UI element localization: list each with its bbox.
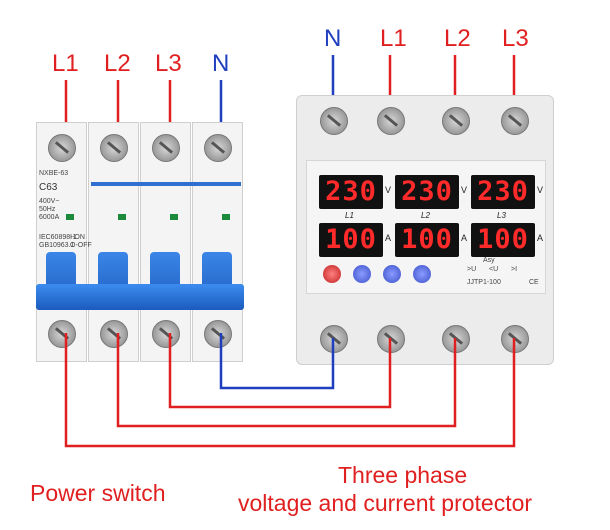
screw-icon <box>204 320 232 348</box>
voltage-display-l2: 230 <box>395 175 459 209</box>
screw-icon <box>442 325 470 353</box>
mode-button[interactable] <box>353 265 371 283</box>
breaker-label-l1: L1 <box>52 50 79 77</box>
unit-a: A <box>537 233 544 243</box>
unit-a: A <box>461 233 468 243</box>
unit-a: A <box>385 233 392 243</box>
protector-label-l3: L3 <box>502 25 529 52</box>
breaker-label-n: N <box>212 50 230 77</box>
screw-icon <box>100 134 128 162</box>
breaker-label-l3: L3 <box>155 50 182 77</box>
down-button[interactable] <box>413 265 431 283</box>
screw-icon <box>320 107 348 135</box>
breaker-tie-bar[interactable] <box>36 284 244 310</box>
voltage-display-l1: 230 <box>319 175 383 209</box>
phase-label-l1: L1 <box>345 211 354 220</box>
screw-icon <box>204 134 232 162</box>
ctrl-label-over-voltage: >U <box>467 266 477 273</box>
screw-icon <box>48 134 76 162</box>
unit-v: V <box>537 185 544 195</box>
phase-label-l2: L2 <box>421 211 430 220</box>
current-display-l2: 100 <box>395 223 459 257</box>
screw-icon <box>377 107 405 135</box>
breaker-spec-voltage: 400V~ <box>39 198 60 205</box>
current-display-l3: 100 <box>471 223 535 257</box>
screw-icon <box>152 320 180 348</box>
breaker-on-label: Ⅰ-ON <box>70 234 85 241</box>
up-button[interactable] <box>383 265 401 283</box>
protector-label-l1: L1 <box>380 25 407 52</box>
breaker-label-l2: L2 <box>104 50 131 77</box>
breaker-std-2: GB10963.1 <box>39 242 75 249</box>
breaker-std-1: IEC60898-1 <box>39 234 77 241</box>
ctrl-label-under-voltage: <U <box>489 266 499 273</box>
breaker-spec-capacity: 6000A <box>39 214 60 221</box>
voltage-display-l3: 230 <box>471 175 535 209</box>
screw-icon <box>100 320 128 348</box>
ce-mark: CE <box>529 279 539 286</box>
voltage-current-protector: 230 230 230 V V V L1 L2 L3 100 100 100 A… <box>296 95 554 365</box>
asy-label: Asy <box>483 257 495 264</box>
unit-v: V <box>385 185 392 195</box>
model-label: JJTP1-100 <box>467 279 501 286</box>
screw-icon <box>48 320 76 348</box>
breaker-spec-frequency: 50Hz <box>39 206 56 213</box>
breaker-rating: C63 <box>39 182 58 193</box>
screw-icon <box>501 107 529 135</box>
screw-icon <box>442 107 470 135</box>
phase-label-l3: L3 <box>497 211 506 220</box>
current-display-l1: 100 <box>319 223 383 257</box>
protector-label-l2: L2 <box>444 25 471 52</box>
breaker-brand: NXBE-63 <box>39 170 69 177</box>
power-switch-breaker: NXBE-63 C63 400V~ 50Hz 6000A IEC60898-1 … <box>36 122 244 362</box>
breaker-off-label: O-OFF <box>70 242 92 249</box>
protector-label-n: N <box>324 25 342 52</box>
display-panel: 230 230 230 V V V L1 L2 L3 100 100 100 A… <box>306 160 546 294</box>
caption-protector-line1: Three phase <box>338 462 468 488</box>
screw-icon <box>152 134 180 162</box>
ctrl-label-over-current: >I <box>511 266 518 273</box>
caption-protector-line2: voltage and current protector <box>238 490 533 516</box>
unit-v: V <box>461 185 468 195</box>
power-button[interactable] <box>323 265 341 283</box>
caption-power-switch: Power switch <box>30 480 166 506</box>
